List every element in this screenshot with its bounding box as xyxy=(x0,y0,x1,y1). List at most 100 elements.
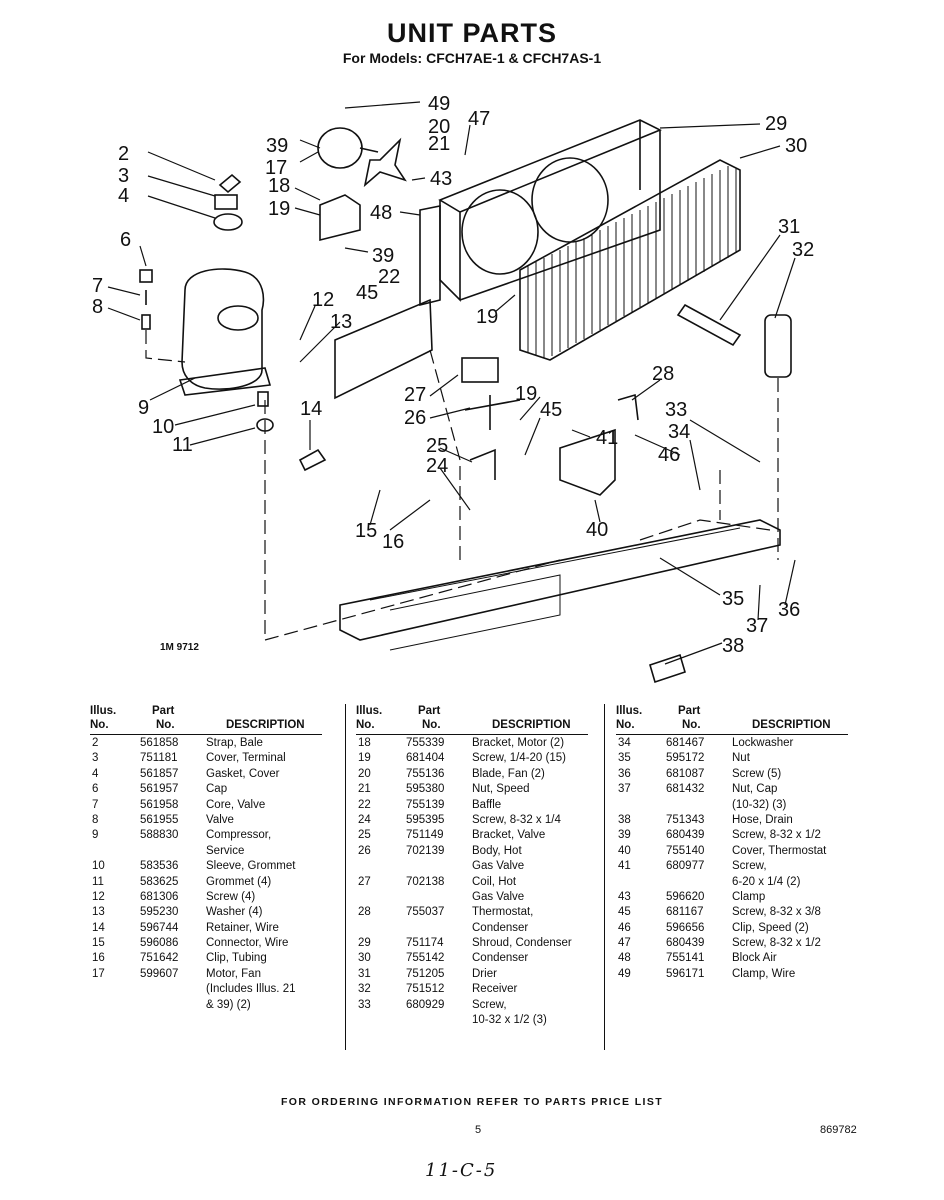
part-number: 681087 xyxy=(666,767,705,780)
part-description: Shroud, Condenser xyxy=(472,937,572,950)
header-description: DESCRIPTION xyxy=(492,719,571,731)
callout-15: 15 xyxy=(355,520,377,542)
callout-46: 46 xyxy=(658,444,680,466)
drain-hose xyxy=(649,653,686,684)
callout-20: 20 xyxy=(428,116,450,138)
valve xyxy=(141,314,151,330)
page-title: UNIT PARTS xyxy=(387,18,557,48)
part-description: Strap, Bale xyxy=(206,737,263,749)
part-description: Cap xyxy=(206,783,228,796)
part-description: Nut, Speed xyxy=(472,783,530,796)
part-number: 755141 xyxy=(666,952,705,965)
part-description: Service xyxy=(206,844,245,857)
illus-number: 16 xyxy=(92,952,105,965)
header-part-no: No. xyxy=(156,719,175,731)
callout-18: 18 xyxy=(268,175,290,197)
callout-4: 4 xyxy=(118,185,129,207)
callout-40: 40 xyxy=(586,519,608,541)
ordering-note: FOR ORDERING INFORMATION REFER TO PARTS … xyxy=(280,1096,664,1108)
callout-32: 32 xyxy=(792,239,814,261)
hot-gas-coil xyxy=(461,357,499,383)
illus-number: 21 xyxy=(358,783,371,796)
part-number: 702138 xyxy=(406,875,445,888)
header-part-no: No. xyxy=(422,719,441,731)
compressor xyxy=(181,268,265,390)
header-illus: Illus. xyxy=(356,705,383,717)
callout-36: 36 xyxy=(778,599,800,621)
figure-number: 1M 9712 xyxy=(160,642,199,653)
callout-22: 22 xyxy=(378,266,400,288)
part-number: 595395 xyxy=(406,813,445,826)
part-number: 681404 xyxy=(406,752,445,765)
part-number: 680439 xyxy=(666,937,705,950)
part-description: Washer (4) xyxy=(206,906,263,919)
part-number: 751512 xyxy=(406,983,445,996)
part-description: Hose, Drain xyxy=(732,813,793,826)
part-number: 755142 xyxy=(406,952,445,965)
header-part: Part xyxy=(152,705,175,717)
part-description: Coil, Hot xyxy=(472,875,517,888)
part-number: 681167 xyxy=(666,906,704,919)
part-number: 751343 xyxy=(666,813,705,826)
column-divider xyxy=(345,704,346,1050)
part-description: 10-32 x 1/2 (3) xyxy=(472,1014,547,1027)
part-number: 680439 xyxy=(666,829,705,842)
part-description: Gas Valve xyxy=(472,890,525,903)
illus-number: 14 xyxy=(92,921,105,934)
part-number: 599607 xyxy=(140,967,179,980)
part-number: 595230 xyxy=(140,906,179,919)
part-number: 561957 xyxy=(140,783,179,796)
callout-11: 11 xyxy=(172,434,193,456)
part-description: Nut, Cap xyxy=(732,783,778,796)
drier xyxy=(676,303,742,347)
part-description: Bracket, Valve xyxy=(472,829,546,842)
bale-strap xyxy=(218,173,242,194)
callout-3: 3 xyxy=(118,165,129,187)
header-part-no: No. xyxy=(682,719,701,731)
callout-10: 10 xyxy=(152,416,174,438)
callout-33: 33 xyxy=(665,399,687,421)
illus-number: 46 xyxy=(618,921,631,934)
shroud-fan-opening-2 xyxy=(531,157,609,243)
header-illus: Illus. xyxy=(616,705,643,717)
illus-number: 40 xyxy=(618,844,631,857)
part-number: 596744 xyxy=(140,921,179,934)
illus-number: 2 xyxy=(92,737,99,749)
header-part: Part xyxy=(418,705,441,717)
callout-43: 43 xyxy=(430,168,452,190)
part-number: 595172 xyxy=(666,752,705,765)
part-description: 6-20 x 1/4 (2) xyxy=(732,875,801,888)
illus-number: 34 xyxy=(618,737,631,749)
part-description: Clip, Tubing xyxy=(206,952,267,965)
thermostat-cover xyxy=(559,428,616,496)
table-row: 6-20 x 1/4 (2) xyxy=(616,875,856,890)
header-rule xyxy=(90,734,322,735)
part-description: Lockwasher xyxy=(732,737,794,749)
part-description: Valve xyxy=(206,813,234,826)
illus-number: 48 xyxy=(618,952,631,965)
hot-gas-valve-body xyxy=(464,395,521,430)
header-illus: Illus. xyxy=(90,705,117,717)
part-number: 751205 xyxy=(406,967,445,980)
callout-38: 38 xyxy=(722,635,744,657)
part-number: 583625 xyxy=(140,875,179,888)
base-pan-inner xyxy=(369,527,741,651)
illus-number: 12 xyxy=(92,890,105,903)
